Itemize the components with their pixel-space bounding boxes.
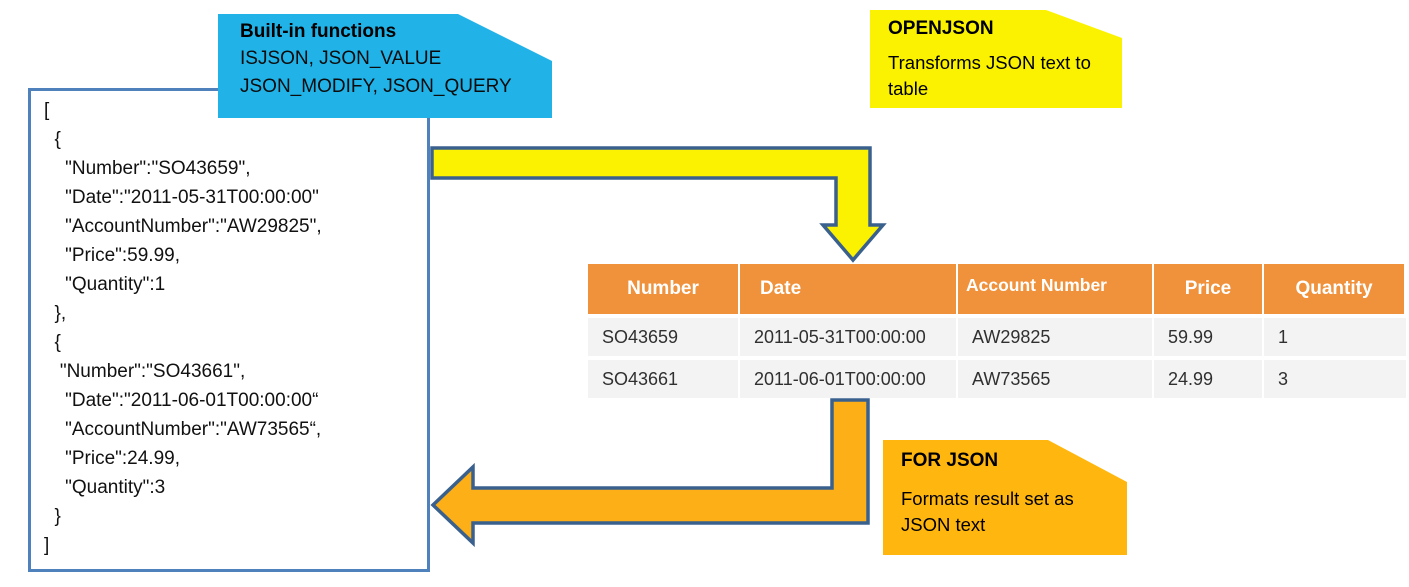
callout-openjson: OPENJSON Transforms JSON text to table bbox=[870, 10, 1122, 108]
openjson-arrow-icon bbox=[430, 146, 887, 263]
callout-title: Built-in functions bbox=[240, 21, 397, 42]
column-header-price: Price bbox=[1154, 264, 1264, 314]
table-cell-number: SO43661 bbox=[588, 360, 740, 398]
column-header-account-number: Account Number bbox=[958, 264, 1154, 314]
table-cell-account-number: AW73565 bbox=[958, 360, 1154, 398]
json-code-line: "Price":24.99, bbox=[44, 448, 180, 469]
column-header-number: Number bbox=[588, 264, 740, 314]
callout-body: Formats result set as JSON text bbox=[901, 488, 1074, 535]
column-header-quantity: Quantity bbox=[1264, 264, 1406, 314]
table-cell-quantity: 3 bbox=[1264, 360, 1406, 398]
table-cell-date: 2011-05-31T00:00:00 bbox=[740, 318, 958, 356]
json-code-line: "Quantity":1 bbox=[44, 274, 166, 295]
json-code-line: "Number":"SO43661", bbox=[44, 361, 246, 382]
json-code-line: "Price":59.99, bbox=[44, 245, 180, 266]
json-code-line: "Number":"SO43659", bbox=[44, 158, 251, 179]
json-code-line: { bbox=[44, 332, 61, 353]
table-cell-quantity: 1 bbox=[1264, 318, 1406, 356]
results-table: Number Date Account Number Price Quantit… bbox=[588, 264, 1406, 398]
json-code-line: "AccountNumber":"AW73565“, bbox=[44, 419, 322, 440]
callout-title: OPENJSON bbox=[888, 18, 994, 39]
callout-body-line: JSON_MODIFY, JSON_QUERY bbox=[240, 76, 512, 97]
json-code-line: "AccountNumber":"AW29825", bbox=[44, 216, 322, 237]
callout-body-line: ISJSON, JSON_VALUE bbox=[240, 48, 442, 69]
json-code-line: "Quantity":3 bbox=[44, 477, 166, 498]
callout-builtin-functions: Built-in functions ISJSON, JSON_VALUE JS… bbox=[218, 14, 552, 118]
table-cell-date: 2011-06-01T00:00:00 bbox=[740, 360, 958, 398]
json-code-line: "Date":"2011-06-01T00:00:00“ bbox=[44, 390, 319, 411]
json-code-line: [ bbox=[44, 100, 50, 121]
json-code-panel: [ { "Number":"SO43659", "Date":"2011-05-… bbox=[28, 88, 430, 572]
table-cell-price: 24.99 bbox=[1154, 360, 1264, 398]
json-code-line: "Date":"2011-05-31T00:00:00" bbox=[44, 187, 319, 208]
callout-title: FOR JSON bbox=[901, 450, 999, 471]
column-header-date: Date bbox=[740, 264, 958, 314]
json-code-line: } bbox=[44, 506, 61, 527]
table-cell-price: 59.99 bbox=[1154, 318, 1264, 356]
callout-body: Transforms JSON text to table bbox=[888, 52, 1091, 99]
json-code-line: }, bbox=[44, 303, 67, 324]
callout-forjson: FOR JSON Formats result set as JSON text bbox=[883, 440, 1127, 555]
table-cell-number: SO43659 bbox=[588, 318, 740, 356]
json-code-line: ] bbox=[44, 535, 50, 556]
table-cell-account-number: AW29825 bbox=[958, 318, 1154, 356]
json-code-line: { bbox=[44, 129, 61, 150]
forjson-arrow-icon bbox=[430, 398, 870, 548]
